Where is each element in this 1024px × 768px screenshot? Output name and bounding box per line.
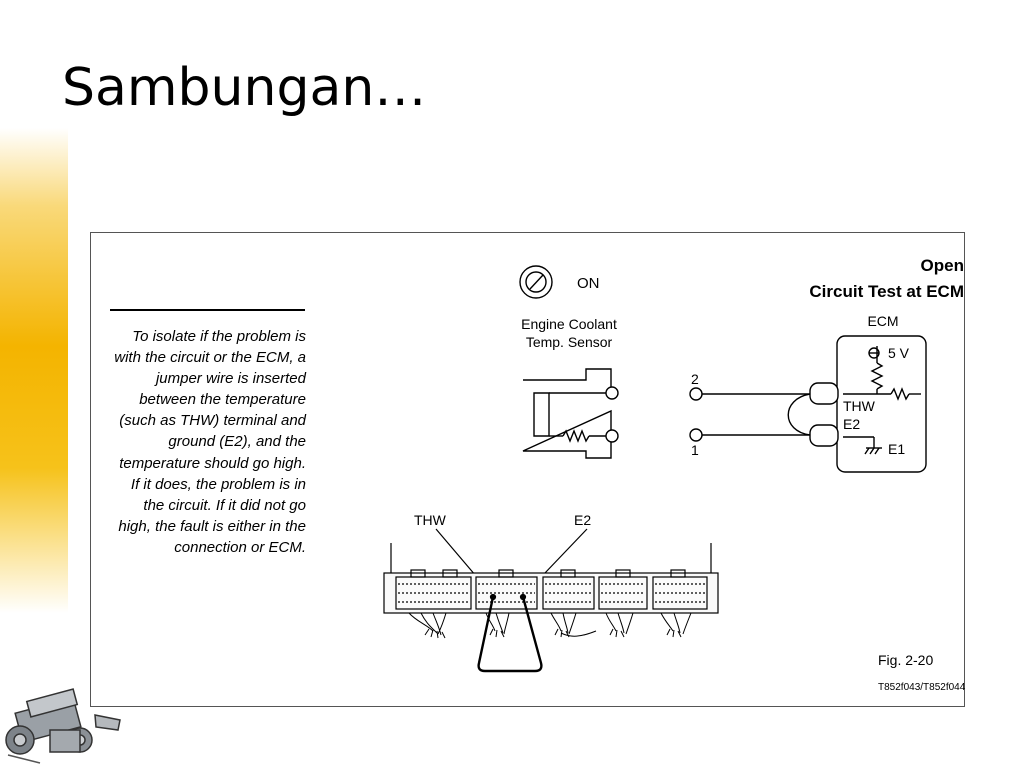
- pin1-label: 1: [691, 442, 699, 458]
- sensor-label-line1: Engine Coolant: [521, 316, 617, 332]
- coolant-sensor: [522, 368, 619, 459]
- fig-code: T852f043/T852f044: [878, 682, 966, 693]
- side-body-text: To isolate if the problem is with the ci…: [114, 328, 306, 556]
- ecm-e1-label: E1: [888, 441, 905, 457]
- diagram-figure: Open Circuit Test at ECM To isolate if t…: [90, 232, 966, 707]
- circuit-diagram: ON Engine Coolant Temp. Sensor: [383, 265, 966, 693]
- ecm-thw-label: THW: [843, 398, 876, 414]
- side-title-line1: Open: [920, 256, 964, 275]
- connector-e2-label: E2: [574, 512, 591, 528]
- jumper-wire: [689, 382, 839, 447]
- sensor-label-line2: Temp. Sensor: [526, 334, 613, 350]
- ecm-label: ECM: [867, 313, 898, 329]
- ecm-connector: [383, 543, 719, 614]
- jumper-loop: [477, 596, 543, 673]
- pin2-label: 2: [691, 371, 699, 387]
- accent-bar: [0, 128, 68, 613]
- slide-title: Sambungan…: [62, 58, 427, 118]
- wire-bundles: [408, 612, 692, 639]
- engine-logo-icon: [5, 688, 121, 764]
- ecm-box: [836, 335, 927, 473]
- side-title: Open Circuit Test at ECM: [734, 253, 964, 305]
- side-title-line2: Circuit Test at ECM: [809, 282, 964, 301]
- ecm-e2-label: E2: [843, 416, 860, 432]
- fig-number: Fig. 2-20: [878, 652, 933, 668]
- side-title-rule: [110, 309, 305, 311]
- ignition-switch-icon: [519, 265, 553, 299]
- voltage-label: 5 V: [888, 345, 910, 361]
- ignition-on-label: ON: [577, 275, 600, 292]
- connector-thw-label: THW: [414, 512, 447, 528]
